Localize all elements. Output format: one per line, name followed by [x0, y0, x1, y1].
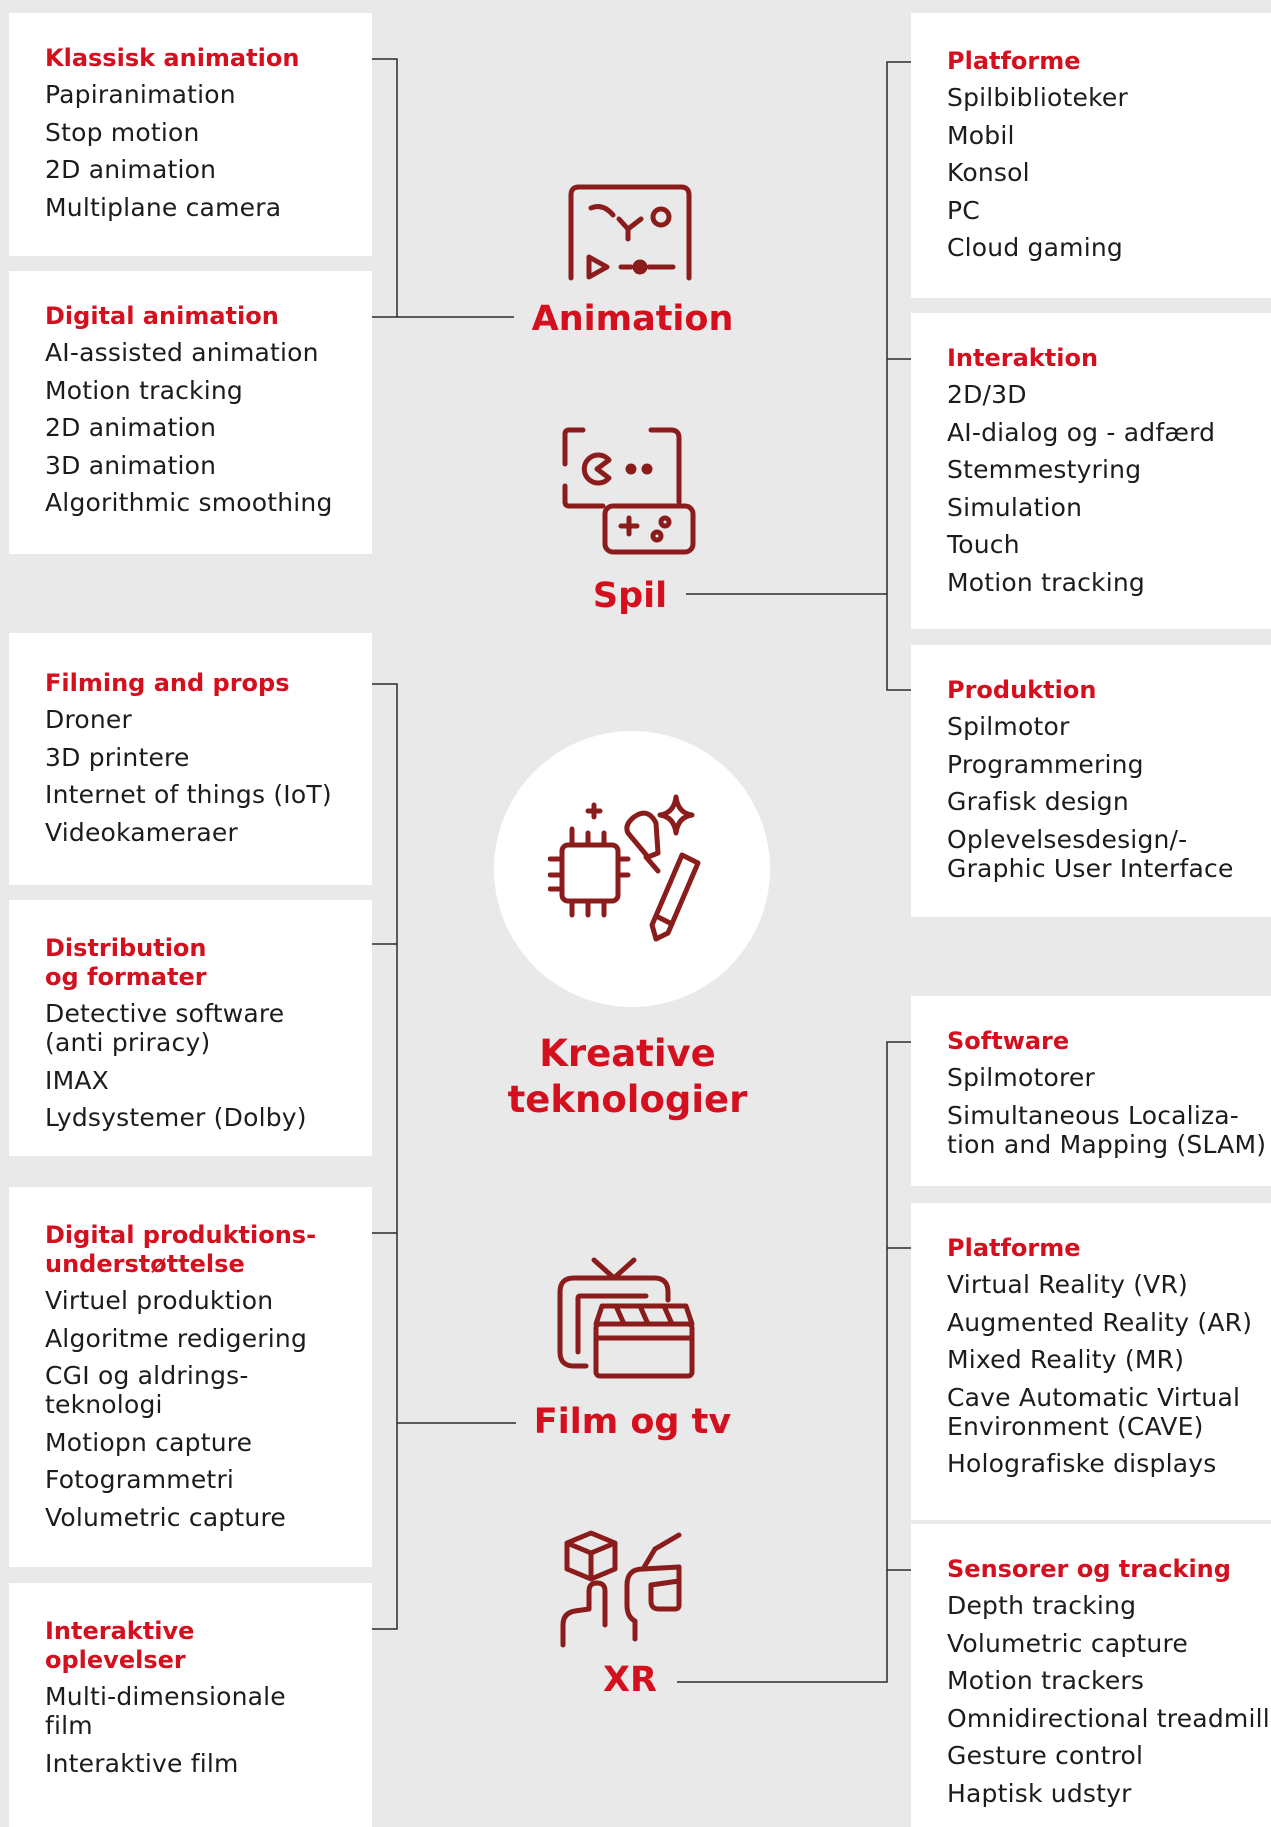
xr-box-3: Sensorer og tracking Depth tracking Volu… [911, 1524, 1271, 1827]
list-item: Haptisk udstyr [947, 1778, 1132, 1808]
list-item: Internet of things (IoT) [45, 780, 332, 809]
list-item: IMAX [45, 1065, 109, 1095]
category-label-animation: Animation [531, 299, 734, 339]
box-title: Software [947, 1027, 1070, 1055]
list-item: Fotogrammetri [45, 1465, 235, 1494]
list-item: Grafisk design [947, 787, 1129, 816]
list-item: Algoritme redigering [45, 1323, 308, 1353]
list-item: Droner [45, 705, 132, 734]
list-item: Cloud gaming [947, 233, 1123, 262]
list-item: Simultaneous Localiza- tion and Mapping … [947, 1100, 1267, 1159]
list-item: Videokameraer [45, 817, 238, 847]
hub-circle [494, 731, 770, 1007]
vr-headset-cube-icon [560, 1530, 682, 1648]
list-item: Gesture control [947, 1741, 1144, 1770]
list-item: Depth tracking [947, 1591, 1137, 1620]
list-item: Detective software (anti priracy) [45, 999, 285, 1057]
list-item: Volumetric capture [45, 1502, 286, 1532]
list-item: 2D animation [45, 155, 217, 184]
list-item: Motion trackers [947, 1666, 1145, 1695]
creative-tools-icon [548, 794, 701, 942]
list-item: 3D printere [45, 742, 190, 772]
list-item: AI-assisted animation [45, 338, 319, 367]
box-title: Interaktion [947, 344, 1099, 372]
category-label-film-og-tv: Film og tv [533, 1402, 732, 1442]
list-item: Mobil [947, 120, 1015, 150]
category-label-spil: Spil [592, 576, 668, 616]
list-item: Motiopn capture [45, 1427, 253, 1457]
tv-clapperboard-icon [557, 1257, 695, 1379]
list-item: Lydsystemer (Dolby) [45, 1103, 307, 1132]
xr-box-2: Platforme Virtual Reality (VR) Augmented… [911, 1203, 1271, 1520]
list-item: Volumetric capture [947, 1628, 1188, 1658]
list-item: Mixed Reality (MR) [947, 1345, 1185, 1374]
box-title: Distribution og formater [45, 934, 207, 991]
list-item: Stop motion [45, 117, 200, 147]
box-title: Digital produktions- understøttelse [45, 1221, 317, 1278]
list-item: Papiranimation [45, 80, 236, 109]
film-box-2: Distribution og formater Detective softw… [9, 900, 372, 1156]
center-title: Kreative teknologier [507, 1032, 748, 1121]
box-title: Filming and props [45, 669, 290, 697]
list-item: Konsol [947, 158, 1030, 187]
list-item: Virtuel produktion [45, 1286, 274, 1315]
list-item: 2D/3D [947, 380, 1027, 409]
list-item: CGI og aldrings- teknologi [45, 1361, 249, 1419]
list-item: Motion tracking [947, 567, 1145, 597]
list-item: Programmering [947, 749, 1144, 779]
list-item: Holografiske displays [947, 1449, 1217, 1478]
list-item: Oplevelsesdesign/- Graphic User Interfac… [947, 824, 1234, 883]
list-item: Omnidirectional treadmill [947, 1703, 1270, 1733]
list-item: Spilmotorer [947, 1063, 1095, 1092]
box-title: Produktion [947, 676, 1097, 704]
list-item: Touch [947, 530, 1020, 559]
box-title: Digital animation [45, 302, 279, 330]
game-pacman-controller-icon [562, 427, 696, 555]
spil-box-3: Produktion Spilmotor Programmering Grafi… [911, 645, 1271, 917]
xr-box-1: Software Spilmotorer Simultaneous Locali… [911, 996, 1271, 1186]
spil-box-1: Platforme Spilbiblioteker Mobil Konsol P… [911, 13, 1271, 298]
list-item: Virtual Reality (VR) [947, 1270, 1188, 1299]
list-item: Spilmotor [947, 712, 1070, 741]
film-box-1: Filming and props Droner 3D printere Int… [9, 633, 372, 885]
list-item: Algorithmic smoothing [45, 488, 333, 517]
list-item: 2D animation [45, 413, 217, 442]
film-box-4: Interaktive oplevelser Multi-dimensional… [9, 1583, 372, 1827]
list-item: Cave Automatic Virtual Environment (CAVE… [947, 1382, 1241, 1441]
animation-board-icon [568, 184, 692, 281]
list-item: Multi-dimensionale film [45, 1682, 286, 1740]
spil-box-2: Interaktion 2D/3D AI-dialog og - adfærd … [911, 313, 1271, 629]
box-title: Platforme [947, 47, 1081, 75]
list-item: Spilbiblioteker [947, 83, 1128, 112]
list-item: PC [947, 195, 980, 225]
list-item: Motion tracking [45, 375, 243, 405]
film-box-3: Digital produktions- understøttelse Virt… [9, 1187, 372, 1567]
list-item: 3D animation [45, 450, 217, 480]
box-title: Interaktive oplevelser [45, 1617, 195, 1674]
animation-box-2: Digital animation AI-assisted animation … [9, 271, 372, 554]
box-title: Sensorer og tracking [947, 1555, 1231, 1583]
list-item: Stemmestyring [947, 455, 1142, 484]
list-item: Interaktive film [45, 1748, 239, 1778]
list-item: AI-dialog og - adfærd [947, 417, 1216, 447]
list-item: Multiplane camera [45, 192, 282, 222]
box-title: Klassisk animation [45, 44, 300, 72]
box-title: Platforme [947, 1234, 1081, 1262]
list-item: Simulation [947, 492, 1083, 522]
category-label-xr: XR [603, 1660, 657, 1700]
list-item: Augmented Reality (AR) [947, 1307, 1253, 1337]
animation-box-1: Klassisk animation Papiranimation Stop m… [9, 13, 372, 256]
